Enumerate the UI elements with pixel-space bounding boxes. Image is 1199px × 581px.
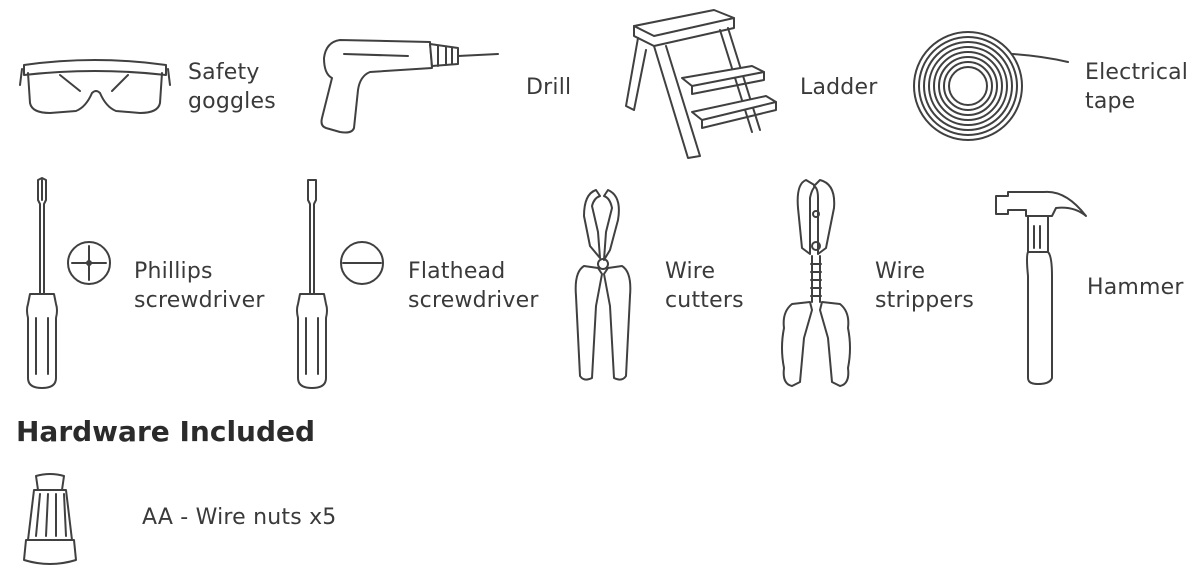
safety-goggles-icon — [20, 55, 170, 117]
wire-nut-icon — [22, 472, 78, 568]
flathead-screwdriver-icon — [294, 178, 330, 390]
ladder-icon — [624, 6, 778, 166]
flathead-head-icon — [339, 240, 385, 286]
hardware-heading: Hardware Included — [16, 415, 316, 448]
hammer-icon — [994, 186, 1090, 386]
wire-nut-label: AA - Wire nuts x5 — [142, 505, 337, 530]
drill-icon — [318, 38, 500, 134]
electrical-tape-icon — [912, 26, 1072, 146]
wire-strippers-icon — [778, 178, 854, 390]
drill-label: Drill — [526, 75, 572, 100]
hammer-label: Hammer — [1087, 275, 1184, 300]
ladder-label: Ladder — [800, 75, 878, 100]
phillips-screwdriver-icon — [24, 178, 60, 390]
wire-cutters-icon — [570, 186, 636, 384]
phillips-head-icon — [66, 240, 112, 286]
